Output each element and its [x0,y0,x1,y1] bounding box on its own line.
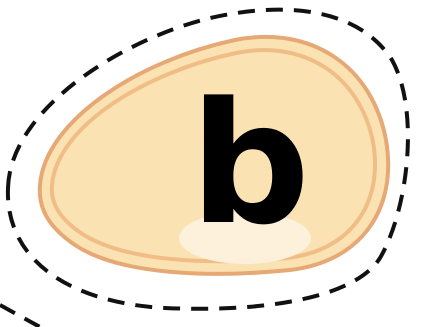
letter-glyph: b [190,66,310,262]
blob-inner-ring [49,48,377,264]
dashed-line-fragment [0,303,41,327]
blob-highlight [179,212,311,264]
dashed-outline [5,7,410,311]
